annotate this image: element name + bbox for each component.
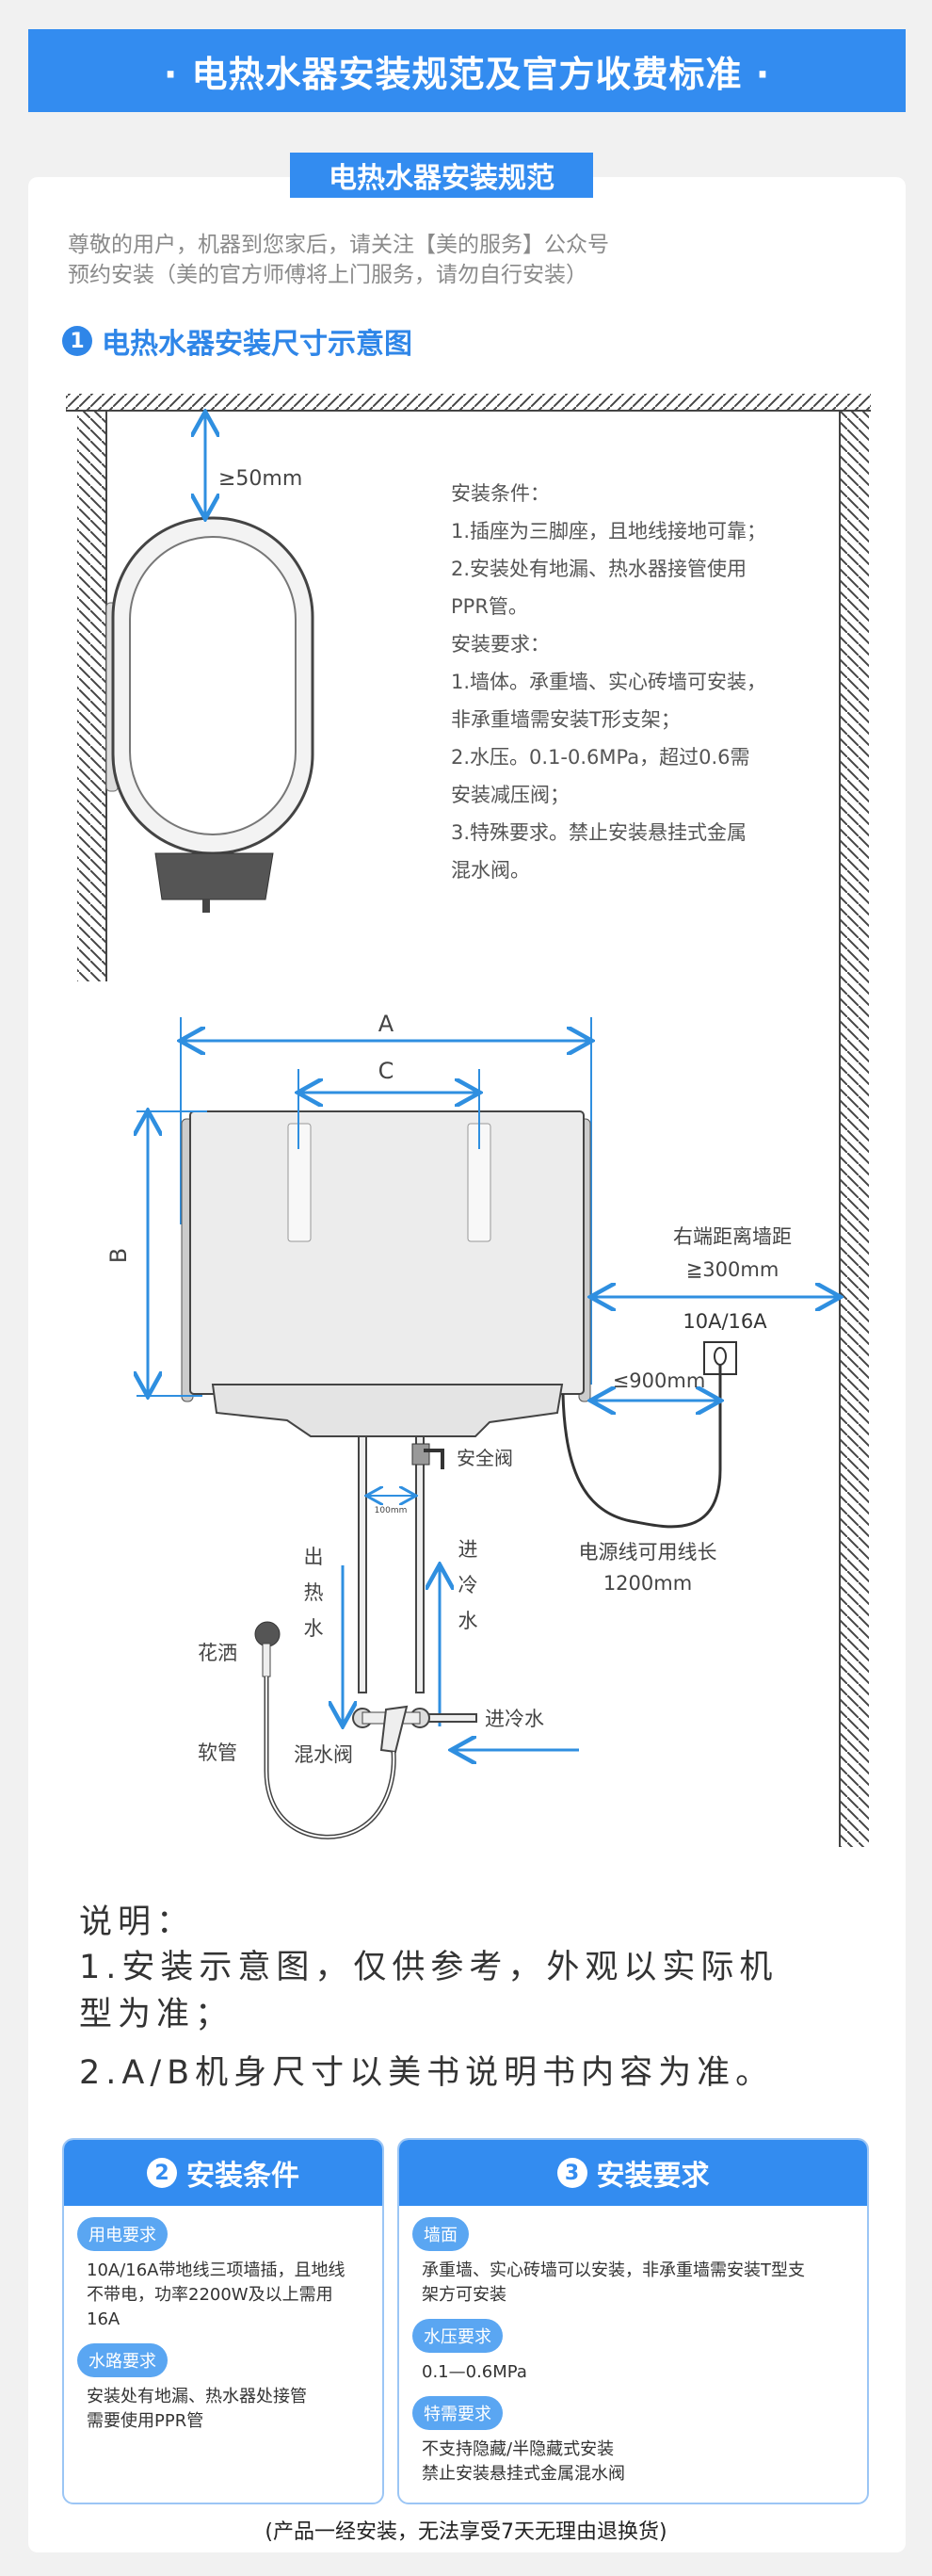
condition-line: 3.特殊要求。禁止安装悬挂式金属 [451,821,747,844]
install-conditions-text: 安装条件： 1.插座为三脚座，且地线接地可靠； 2.安装处有地漏、热水器接管使用… [451,475,766,889]
hot-water-pipe [358,1435,367,1693]
section-heading: 1 电热水器安装尺寸示意图 [62,320,412,362]
intro-line: 预约安装（美的官方师傅将上门服务，请勿自行安装） [68,263,587,287]
tag-water: 水路要求 [77,2343,168,2377]
condition-line: 安装要求： [451,633,550,656]
box-header: 3 安装要求 [399,2140,867,2206]
socket-label: 10A/16A [683,1310,767,1333]
box-title: 安装要求 [596,2160,710,2193]
dimension-b-label: B [105,1248,132,1263]
tag-pressure: 水压要求 [412,2319,503,2353]
wall-text: 承重墙、实心砖墙可以安装，非承重墙需安装T型支架方可安装 [422,2259,850,2308]
right-clearance-label: 右端距离墙距 [673,1225,792,1248]
note-line: 1.安装示意图，仅供参考，外观以实际机 [79,1949,779,1986]
mixing-valve-icon [352,1705,430,1754]
intro-line: 尊敬的用户，机器到您家后，请关注【美的服务】公众号 [68,233,609,257]
text-line: 需要使用PPR管 [87,2411,204,2431]
right-wall-hatch [841,411,869,1847]
condition-line: 1.插座为三脚座，且地线接地可靠； [451,520,767,543]
number-badge-icon: 2 [147,2158,177,2188]
condition-line: 2.水压。0.1-0.6MPa，超过0.6需 [451,746,750,769]
hot-out-label: 出 [304,1546,324,1568]
footer-disclaimer: (产品一经安装，无法享受7天无理由退换货) [265,2520,667,2544]
page-banner-title: · 电热水器安装规范及官方收费标准 · [28,29,906,112]
hose-label: 软管 [198,1742,237,1764]
box-header: 2 安装条件 [64,2140,382,2206]
number-badge-icon: 3 [556,2158,587,2188]
condition-line: 1.墙体。承重墙、实心砖墙可安装， [451,671,767,693]
condition-line: 安装条件： [451,482,550,505]
text-line: 不支持隐藏/半隐藏式安装 [422,2439,615,2459]
text-line: 0.1—0.6MPa [422,2362,527,2382]
condition-line: 非承重墙需安装T形支架； [451,708,681,731]
text-line: 安装处有地漏、热水器处接管 [87,2387,307,2406]
pipe-gap-label: 100mm [375,1506,408,1515]
heater-side-view [105,516,314,913]
text-line: 承重墙、实心砖墙可以安装，非承重墙需安装T型支 [422,2260,805,2280]
cold-in-label: 进 [458,1538,478,1561]
text-line: 禁止安装悬挂式金属混水阀 [422,2464,625,2484]
power-cord [561,1365,722,1529]
install-conditions-box: 2 安装条件 用电要求 10A/16A带地线三项墙插，且地线不带电，功率2200… [62,2138,384,2504]
power-text: 10A/16A带地线三项墙插，且地线不带电，功率2200W及以上需用16A [87,2259,365,2332]
text-line: 不带电，功率2200W及以上需用16A [87,2285,333,2329]
dimension-c-label: C [378,1058,394,1084]
dimension-a-label: A [378,1011,394,1037]
condition-line: 混水阀。 [451,859,530,882]
number-badge-icon: 1 [62,326,92,356]
water-heater-tank [181,1110,591,1437]
condition-line: 安装减压阀； [451,784,570,806]
hot-out-label: 热 [304,1581,324,1604]
left-wall-hatch [77,411,105,981]
condition-line: 2.安装处有地漏、热水器接管使用 [451,558,747,580]
right-clearance-value: ≧300mm [686,1258,779,1281]
shower-head-icon [254,1621,281,1677]
special-text: 不支持隐藏/半隐藏式安装禁止安装悬挂式金属混水阀 [422,2438,850,2487]
box-title: 安装条件 [186,2160,299,2193]
socket-distance-label: ≤900mm [613,1369,706,1392]
cold-in-label: 水 [458,1610,478,1632]
tag-wall: 墙面 [412,2217,469,2251]
note-line: 型为准； [79,1996,234,2033]
hot-out-label: 水 [304,1617,324,1640]
text-line: 10A/16A带地线三项墙插，且地线 [87,2260,345,2280]
cold-inlet-label: 进冷水 [485,1708,544,1730]
shower-label: 花洒 [198,1642,237,1664]
note-line: 2.A/B机身尺寸以美书说明书内容为准。 [79,2054,775,2092]
notes-title: 说明： [79,1904,196,1941]
cold-water-pipe [415,1435,425,1693]
cord-length-label: 电源线可用线长 [579,1541,717,1563]
ceiling-hatch [66,394,871,411]
condition-line: PPR管。 [451,595,528,618]
cold-in-label: 冷 [458,1574,478,1596]
top-clearance-label: ≥50mm [218,467,302,491]
mixing-valve-label: 混水阀 [294,1743,353,1766]
section-tab: 电热水器安装规范 [290,153,593,198]
tag-special: 特需要求 [412,2396,503,2430]
text-line: 架方可安装 [422,2285,506,2305]
tag-power: 用电要求 [77,2217,168,2251]
water-text: 安装处有地漏、热水器处接管需要使用PPR管 [87,2385,365,2434]
cord-length-value: 1200mm [603,1572,692,1595]
heading-text: 电热水器安装尺寸示意图 [102,328,412,361]
installation-diagram: ≥50mm A C B 右端距离墙距 ≧300mm 10A/16A ≤9 [66,394,871,1847]
install-requirements-box: 3 安装要求 墙面 承重墙、实心砖墙可以安装，非承重墙需安装T型支架方可安装 水… [397,2138,869,2504]
safety-valve-icon [411,1443,444,1469]
pressure-text: 0.1—0.6MPa [422,2360,850,2385]
safety-valve-label: 安全阀 [457,1447,513,1469]
